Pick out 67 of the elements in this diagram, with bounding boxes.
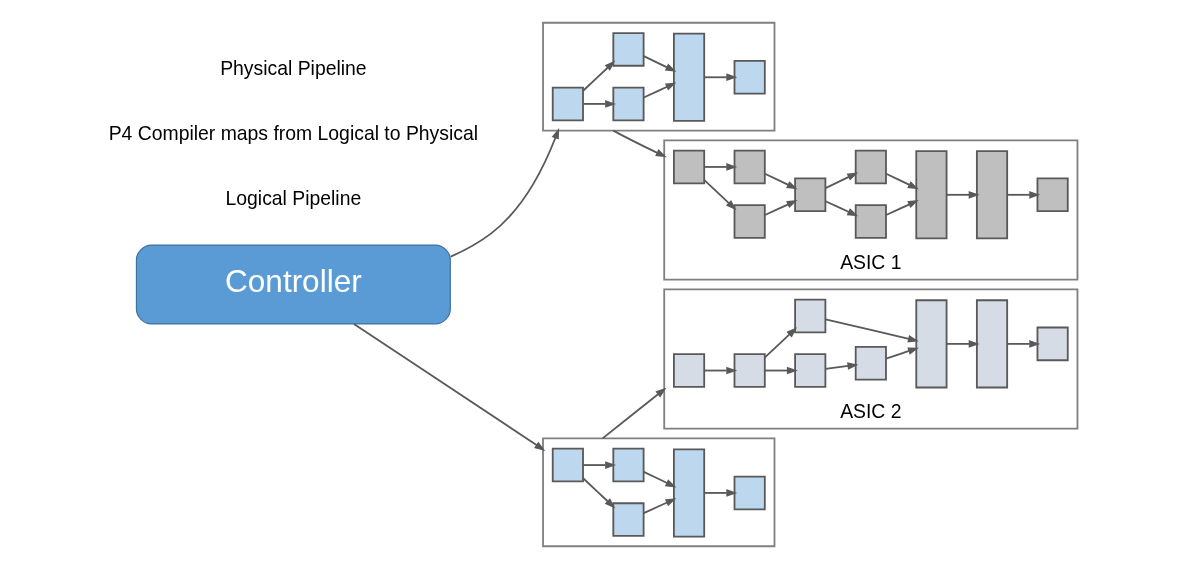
node-box: Controller <box>135 244 451 325</box>
node-box <box>551 447 584 483</box>
node-box <box>975 150 1008 240</box>
arrow <box>581 100 616 108</box>
arrow <box>884 347 919 360</box>
cluster: ASIC 2 <box>662 288 1078 430</box>
arrow <box>824 362 858 370</box>
node-box <box>793 298 826 334</box>
arrow <box>702 163 737 171</box>
arrow <box>581 461 616 469</box>
label: Physical Pipeline <box>219 56 367 79</box>
node-box <box>733 475 766 511</box>
node-box <box>551 86 584 122</box>
arrow <box>702 366 737 375</box>
node-box <box>672 448 705 538</box>
arrow <box>642 498 676 515</box>
arrow <box>1005 340 1040 348</box>
node-box <box>1036 177 1069 213</box>
arrow <box>884 200 919 216</box>
node-box <box>611 32 644 67</box>
node-box <box>854 204 887 239</box>
node-box <box>975 299 1008 389</box>
arrow <box>824 172 858 189</box>
arrow <box>702 179 736 211</box>
arrow <box>642 82 676 99</box>
node-box <box>733 60 766 95</box>
node-box <box>672 353 705 388</box>
arrow <box>449 128 559 258</box>
cluster <box>541 21 775 132</box>
cluster: ASIC 1 <box>662 139 1078 281</box>
arrow <box>884 172 919 190</box>
arrow <box>611 129 667 158</box>
node-box <box>854 149 887 185</box>
arrow <box>702 73 737 82</box>
node-box <box>793 177 826 213</box>
arrow <box>702 489 737 497</box>
arrow <box>763 327 797 359</box>
arrow <box>601 387 666 440</box>
node-box <box>611 86 644 122</box>
label: Logical Pipeline <box>225 187 361 210</box>
arrow <box>945 191 980 199</box>
node-box <box>793 353 826 388</box>
arrow <box>642 55 676 72</box>
node-box <box>1036 326 1069 362</box>
label: P4 Compiler maps from Logical to Physical <box>108 122 478 145</box>
arrow <box>763 366 798 375</box>
node-box <box>611 447 644 483</box>
cluster <box>541 437 775 548</box>
node-box <box>611 502 644 537</box>
arrow <box>945 340 980 348</box>
node-box <box>914 299 947 389</box>
node-box <box>733 353 766 388</box>
node-box <box>672 149 705 185</box>
node-box <box>854 346 887 381</box>
arrow <box>581 477 615 509</box>
arrow <box>581 60 615 92</box>
node-box <box>672 32 705 122</box>
node-box <box>914 150 947 240</box>
node-box <box>733 149 766 185</box>
arrow <box>763 200 798 216</box>
arrow <box>1005 191 1040 199</box>
arrow <box>352 323 545 451</box>
arrow <box>824 200 858 217</box>
node-box <box>733 204 766 239</box>
arrow <box>763 172 798 190</box>
arrow <box>642 470 676 488</box>
arrow <box>824 318 919 343</box>
